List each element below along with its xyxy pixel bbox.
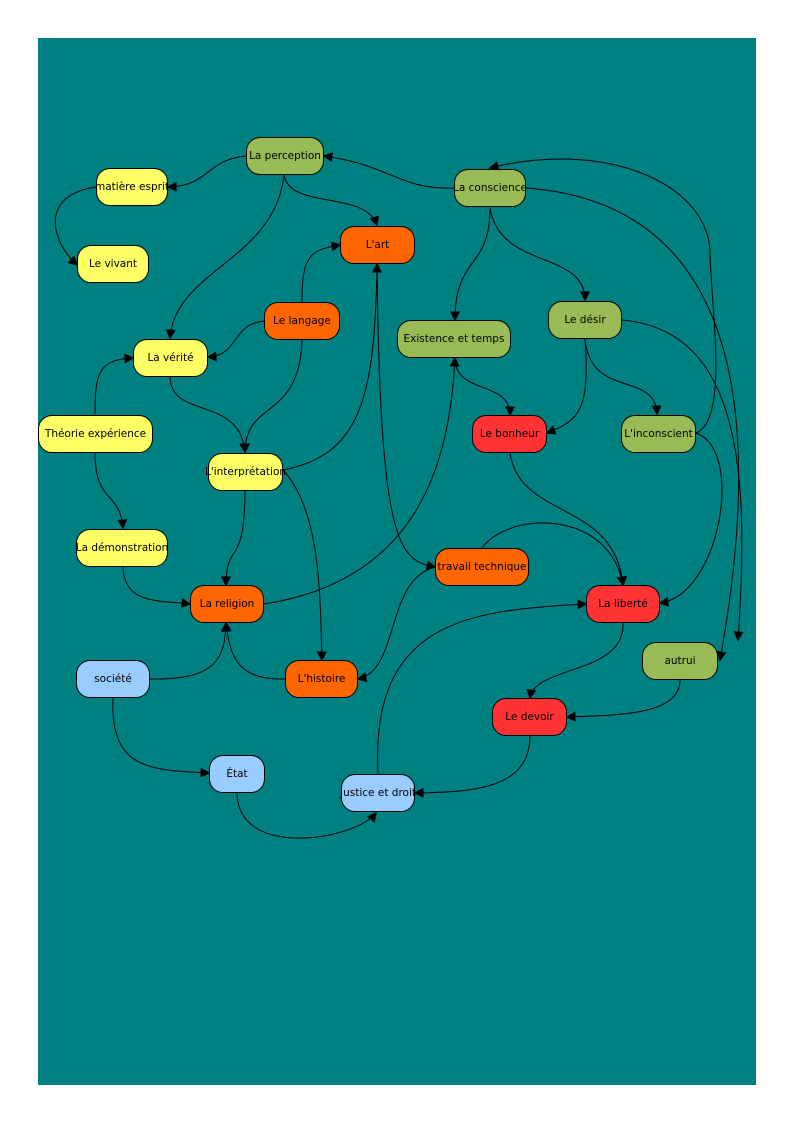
node-etat[interactable]: État — [209, 755, 265, 793]
node-bonheur[interactable]: Le bonheur — [472, 415, 547, 453]
node-religion[interactable]: La religion — [190, 585, 264, 623]
node-conscience[interactable]: La conscience — [453, 169, 527, 207]
node-interpretation[interactable]: L'interprétation — [205, 453, 286, 491]
node-devoir[interactable]: Le devoir — [492, 698, 567, 736]
node-inconscient[interactable]: L'inconscient — [621, 415, 696, 453]
node-autrui[interactable]: autrui — [642, 642, 718, 680]
node-perception[interactable]: La perception — [246, 137, 324, 175]
node-langage[interactable]: Le langage — [264, 302, 340, 340]
node-histoire[interactable]: L'histoire — [285, 660, 358, 698]
node-demonstration[interactable]: La démonstration — [76, 529, 168, 567]
node-travail[interactable]: travail technique — [435, 548, 529, 586]
node-vivant[interactable]: Le vivant — [77, 245, 149, 283]
node-verite[interactable]: La vérité — [133, 339, 208, 377]
node-existence[interactable]: Existence et temps — [397, 320, 511, 358]
node-matiere[interactable]: matière esprit — [95, 168, 169, 206]
node-societe[interactable]: société — [76, 660, 150, 698]
node-art[interactable]: L'art — [340, 226, 415, 264]
node-theorie[interactable]: Théorie expérience — [38, 415, 153, 453]
node-desir[interactable]: Le désir — [548, 301, 622, 339]
node-liberte[interactable]: La liberté — [586, 585, 660, 623]
node-justice[interactable]: Justice et droit — [340, 774, 416, 812]
